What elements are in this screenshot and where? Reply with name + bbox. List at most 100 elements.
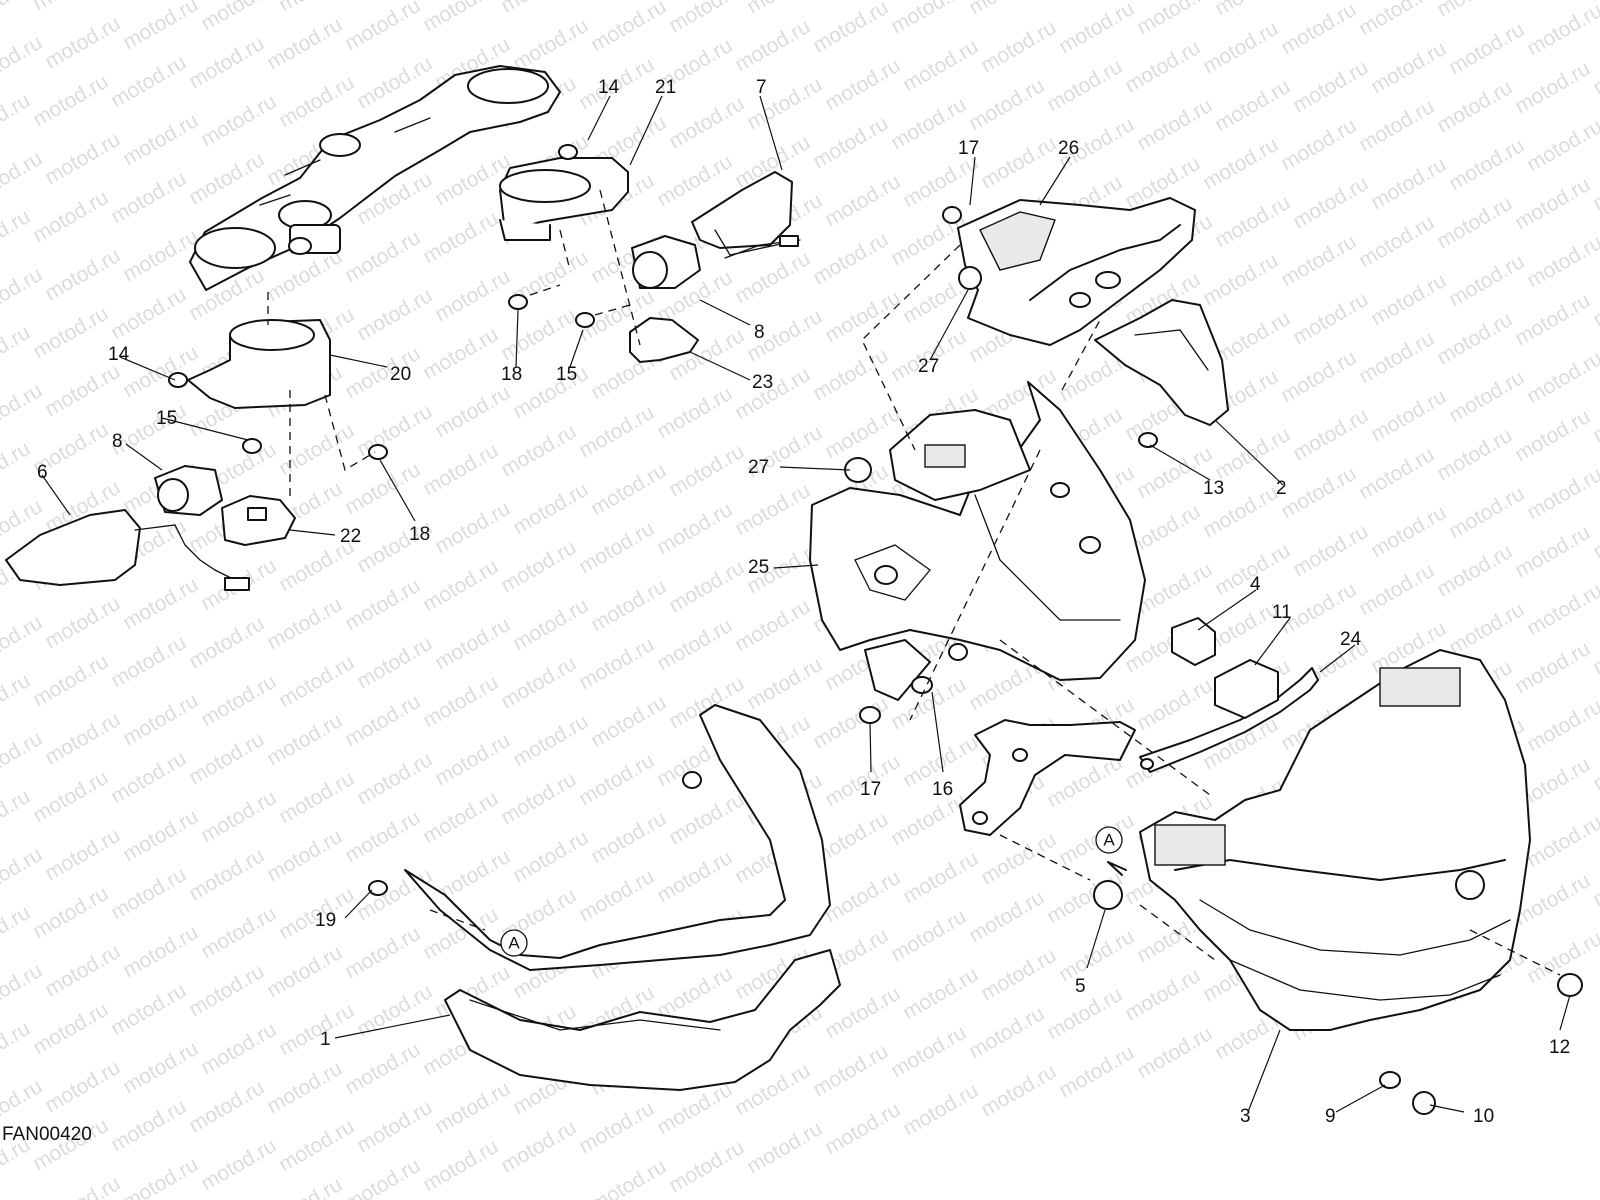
watermark-text: motod.ru <box>1511 289 1594 350</box>
watermark-text: motod.ru <box>1355 0 1438 40</box>
watermark-text: motod.ru <box>41 128 124 189</box>
part-label-6: 6 <box>37 462 48 483</box>
watermark-text: motod.ru <box>431 381 514 442</box>
watermark-text: motod.ru <box>197 1134 280 1195</box>
part-label-19: 19 <box>315 910 336 931</box>
detail-marker-circle-right <box>1095 826 1123 854</box>
watermark-text: motod.ru <box>1199 249 1282 310</box>
watermark-text: motod.ru <box>119 921 202 982</box>
watermark-text: motod.ru <box>509 14 592 75</box>
watermark-text: motod.ru <box>1523 231 1600 292</box>
watermark-text: motod.ru <box>185 728 268 789</box>
watermark-text: motod.ru <box>0 437 34 498</box>
watermark-text: motod.ru <box>1433 540 1516 601</box>
watermark-text: motod.ru <box>1133 558 1216 619</box>
watermark-text: motod.ru <box>1511 521 1594 582</box>
part-label-4: 4 <box>1250 574 1261 595</box>
watermark-text: motod.ru <box>0 31 46 92</box>
watermark-text: motod.ru <box>965 0 1048 19</box>
watermark-text: motod.ru <box>497 536 580 597</box>
leader-lines <box>41 95 1571 1113</box>
watermark-text: motod.ru <box>185 844 268 905</box>
watermark-text: motod.ru <box>1289 56 1372 117</box>
watermark-text: motod.ru <box>965 1002 1048 1063</box>
watermark-text: motod.ru <box>263 709 346 770</box>
watermark-text: motod.ru <box>653 498 736 559</box>
watermark-text: motod.ru <box>29 998 112 1059</box>
part-label-22: 22 <box>340 526 361 547</box>
watermark-text: motod.ru <box>263 1057 346 1118</box>
cover-2 <box>1094 299 1229 426</box>
part-label-2: 2 <box>1276 478 1287 499</box>
watermark-text: motod.ru <box>1445 366 1528 427</box>
watermark-text: motod.ru <box>275 1115 358 1176</box>
watermark-text: motod.ru <box>119 1037 202 1098</box>
watermark-text: motod.ru <box>587 691 670 752</box>
watermark-text: motod.ru <box>119 341 202 402</box>
part-label-15a: 15 <box>556 364 577 385</box>
part-label-8b: 8 <box>112 431 123 452</box>
watermark-text: motod.ru <box>743 1117 826 1178</box>
watermark-text: motod.ru <box>431 497 514 558</box>
watermark-text: motod.ru <box>821 54 904 115</box>
watermark-text: motod.ru <box>431 729 514 790</box>
watermark-text: motod.ru <box>977 944 1060 1005</box>
watermark-text: motod.ru <box>665 0 748 37</box>
bulb-socket-4 <box>1171 617 1216 666</box>
watermark-text: motod.ru <box>263 13 346 74</box>
watermark-text: motod.ru <box>353 400 436 461</box>
watermark-text: motod.ru <box>263 941 346 1002</box>
part-label-21: 21 <box>655 77 676 98</box>
triple-clamp <box>189 65 561 291</box>
watermark-text: motod.ru <box>0 959 46 1020</box>
watermark-text: motod.ru <box>587 459 670 520</box>
watermark-text: motod.ru <box>1433 192 1516 253</box>
watermark-text: motod.ru <box>29 650 112 711</box>
watermark-text: motod.ru <box>653 846 736 907</box>
detail-marker-left: A <box>508 934 520 953</box>
watermark-text: motod.ru <box>419 207 502 268</box>
watermark-text: motod.ru <box>275 651 358 712</box>
watermark-text: motod.ru <box>29 882 112 943</box>
watermark-text: motod.ru <box>1133 674 1216 735</box>
watermark-text: motod.ru <box>1589 734 1600 795</box>
watermark-text: motod.ru <box>809 0 892 57</box>
watermark-text: motod.ru <box>0 611 46 672</box>
watermark-text: motod.ru <box>497 1116 580 1177</box>
watermark-text: motod.ru <box>1523 347 1600 408</box>
watermark-text: motod.ru <box>1277 0 1360 59</box>
watermark-text: motod.ru <box>809 112 892 173</box>
watermark-text: motod.ru <box>1355 211 1438 272</box>
watermark-text: motod.ru <box>509 826 592 887</box>
watermark-text: motod.ru <box>341 342 424 403</box>
watermark-text: motod.ru <box>41 244 124 305</box>
watermark-text: motod.ru <box>1133 94 1216 155</box>
watermark-text: motod.ru <box>275 0 358 16</box>
watermark-text: motod.ru <box>509 594 592 655</box>
watermark-text: motod.ru <box>887 789 970 850</box>
watermark-text: motod.ru <box>275 767 358 828</box>
watermark-text: motod.ru <box>653 614 736 675</box>
part-label-11: 11 <box>1272 602 1292 623</box>
watermark-text: motod.ru <box>665 1136 748 1197</box>
watermark-text: motod.ru <box>977 828 1060 889</box>
watermark-text: motod.ru <box>353 864 436 925</box>
turn-indicator-7 <box>691 171 801 259</box>
watermark-text: motod.ru <box>1445 482 1528 543</box>
watermark-text: motod.ru <box>107 51 190 112</box>
watermark-text: motod.ru <box>899 1079 982 1140</box>
watermark-text: motod.ru <box>587 0 670 56</box>
watermark-text: motod.ru <box>119 689 202 750</box>
watermark-text: motod.ru <box>1589 38 1600 99</box>
watermark-text: motod.ru <box>809 1040 892 1101</box>
clamp-cover-21 <box>499 157 629 241</box>
watermark-text: motod.ru <box>419 671 502 732</box>
watermark-text: motod.ru <box>1433 424 1516 485</box>
watermark-text: motod.ru <box>731 595 814 656</box>
watermark-text: motod.ru <box>1445 134 1528 195</box>
watermark-text: motod.ru <box>1133 0 1216 39</box>
watermark-text: motod.ru <box>1211 423 1294 484</box>
watermark-text: motod.ru <box>887 905 970 966</box>
watermark-text: motod.ru <box>1289 520 1372 581</box>
watermark-text: motod.ru <box>353 632 436 693</box>
